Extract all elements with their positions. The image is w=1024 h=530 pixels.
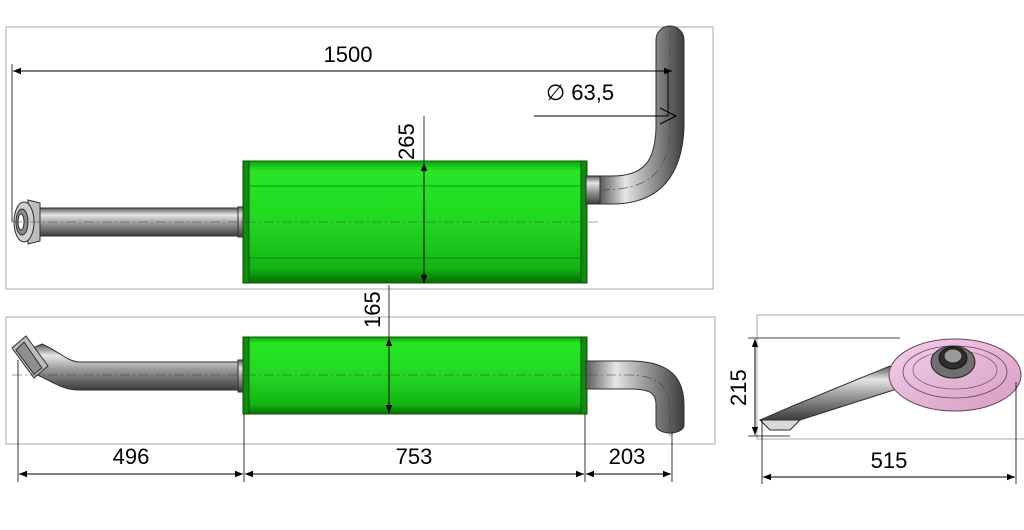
dimension-text-diameter: ∅ 63,5 xyxy=(546,80,614,105)
side-view xyxy=(11,335,685,436)
dimension-text-515: 515 xyxy=(871,448,908,473)
side-muffler-body xyxy=(244,336,586,415)
dimension-text-265: 265 xyxy=(394,123,419,160)
dimension-height: 165 xyxy=(360,285,393,413)
top-view-frame xyxy=(5,26,714,290)
dimension-overall-length: 1500 xyxy=(11,42,672,222)
dimension-pipe-diameter: ∅ 63,5 xyxy=(534,72,677,125)
dimension-text-753: 753 xyxy=(396,444,433,469)
iso-pipe xyxy=(759,365,901,421)
dimension-iso-length: 515 xyxy=(761,382,1017,484)
top-outlet-pipe xyxy=(599,25,685,205)
side-outlet-pipe xyxy=(585,360,685,434)
dimension-width: 265 xyxy=(394,116,428,283)
dimension-text-203: 203 xyxy=(609,444,646,469)
dimension-text-215: 215 xyxy=(726,369,751,406)
side-inlet-flange xyxy=(11,335,49,379)
top-view xyxy=(12,25,685,284)
dimension-text-165: 165 xyxy=(360,291,385,328)
side-inlet-pipe xyxy=(27,343,243,391)
dimension-text-496: 496 xyxy=(113,444,150,469)
iso-view xyxy=(758,338,1022,431)
dimension-iso-height: 215 xyxy=(726,337,900,437)
dimension-chain-bottom: 496 753 203 xyxy=(17,360,673,482)
dimension-text-1500: 1500 xyxy=(324,42,373,67)
side-view-frame xyxy=(5,316,716,445)
